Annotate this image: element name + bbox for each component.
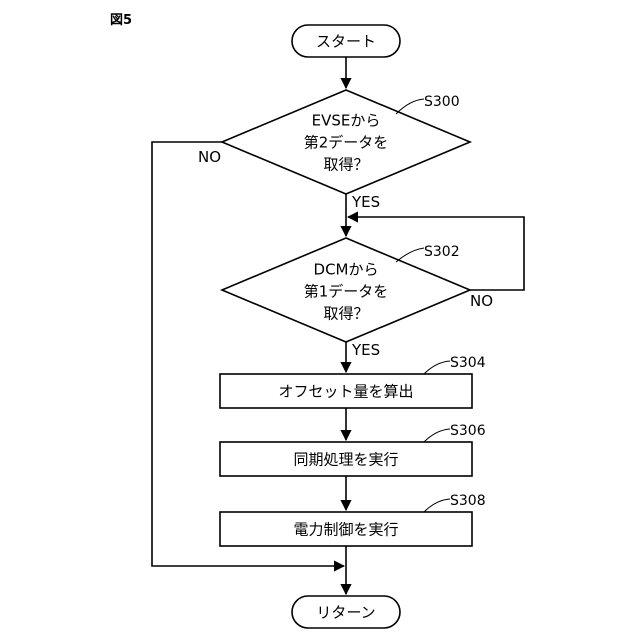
- s308-text: 電力制御を実行: [293, 521, 398, 539]
- s300-leader: [396, 99, 424, 114]
- s302-line-2: 第1データを: [304, 283, 389, 301]
- s300-step-label: S300: [424, 94, 460, 110]
- figure-label: 図5: [110, 13, 132, 28]
- s306-leader: [424, 429, 450, 442]
- s308-leader: [424, 499, 450, 512]
- s304-step-label: S304: [450, 355, 486, 371]
- s302-yes-label: YES: [351, 341, 380, 359]
- s304-leader: [424, 361, 450, 374]
- start-label: スタート: [316, 33, 376, 51]
- s300-yes-label: YES: [351, 193, 380, 211]
- arrow-s300-no: [152, 142, 344, 566]
- s306-text: 同期処理を実行: [293, 451, 398, 469]
- s300-line-3: 取得？: [323, 156, 368, 174]
- s302-line-1: DCMから: [314, 261, 379, 279]
- s300-line-2: 第2データを: [304, 134, 389, 152]
- s308-step-label: S308: [450, 493, 486, 509]
- s302-step-label: S302: [424, 244, 460, 260]
- s302-no-label: NO: [470, 292, 493, 310]
- s304-text: オフセット量を算出: [278, 383, 413, 401]
- s300-no-label: NO: [198, 148, 221, 166]
- s306-step-label: S306: [450, 423, 486, 439]
- s300-line-1: EVSEから: [312, 112, 381, 130]
- end-label: リターン: [316, 604, 375, 622]
- s302-line-3: 取得？: [323, 305, 368, 323]
